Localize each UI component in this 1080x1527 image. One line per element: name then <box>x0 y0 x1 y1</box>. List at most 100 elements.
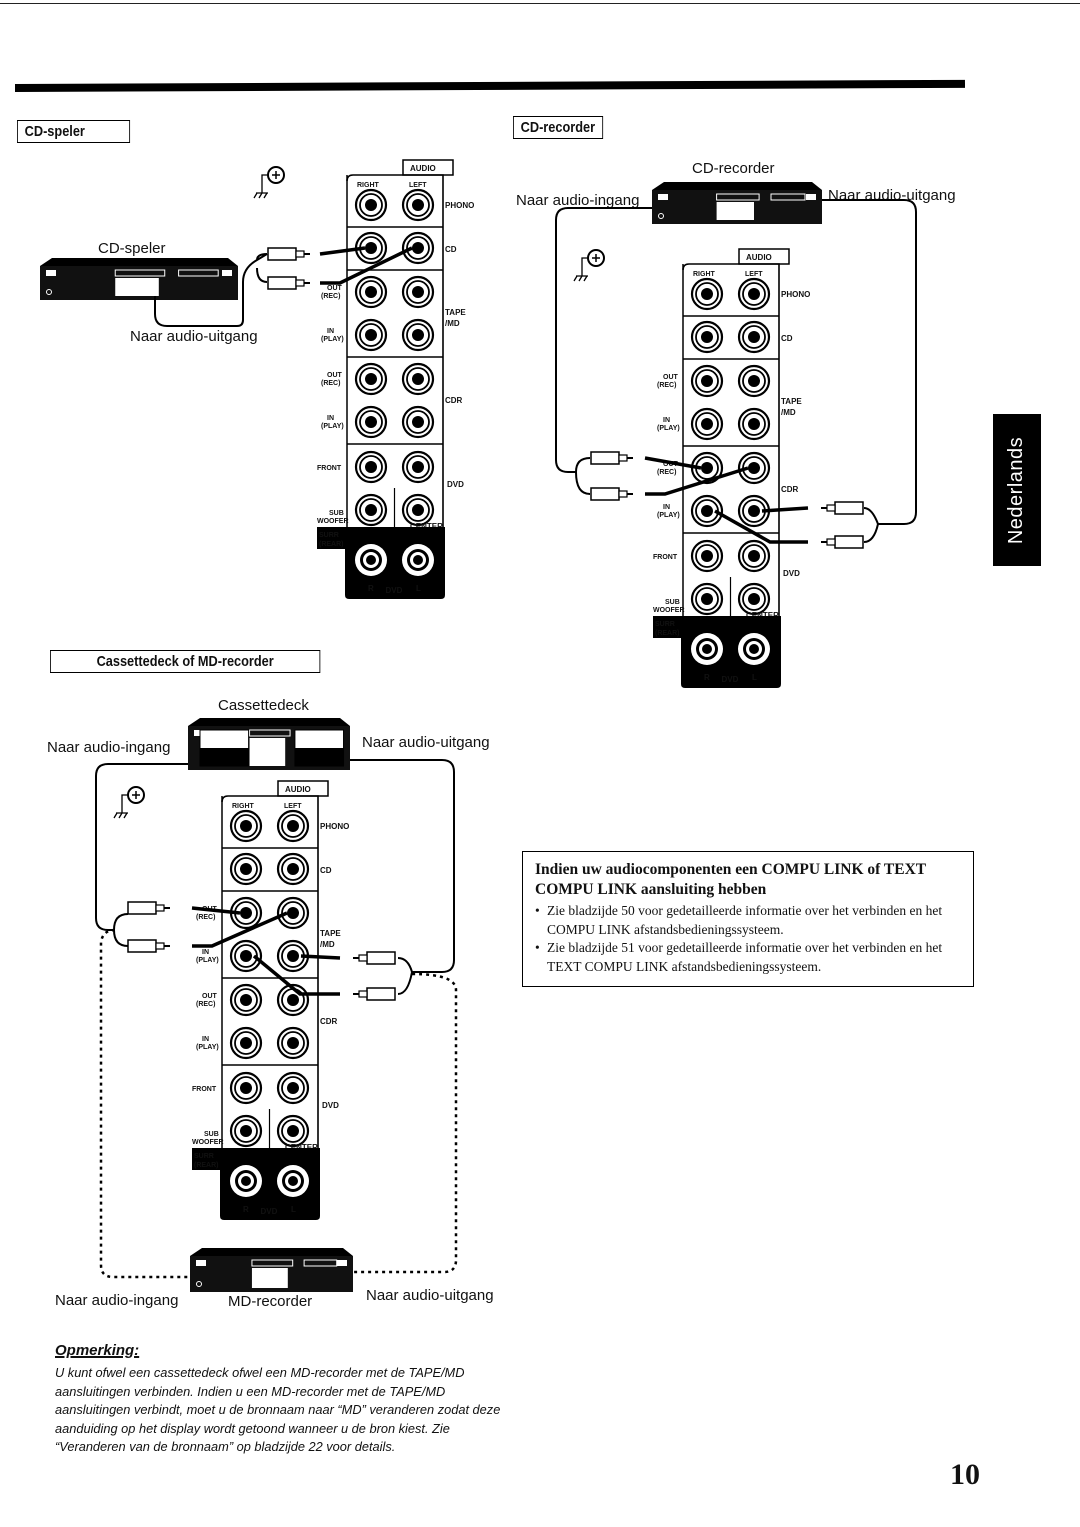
rca-jack-icon <box>354 231 388 265</box>
col-right-label: RIGHT <box>357 182 380 189</box>
audio-header-label: AUDIO <box>746 253 772 262</box>
section-title-cd-player: CD-speler <box>17 120 131 143</box>
ground-screw-icon <box>253 166 285 199</box>
row-label-rear: (REAR) <box>655 630 680 637</box>
row-label: IN <box>663 417 670 424</box>
row-label: OUT <box>327 285 343 292</box>
group-label-cdr: CDR <box>320 1017 338 1026</box>
cd-recorder-arrows-out <box>644 456 749 496</box>
cd-player-output-label: Naar audio-uitgang <box>130 328 258 345</box>
rca-jack-icon <box>737 539 771 573</box>
group-label-md: /MD <box>445 319 460 328</box>
row-label: (REC) <box>321 380 340 387</box>
row-label-sub: SUB <box>204 1131 219 1138</box>
row-label: (PLAY) <box>321 423 344 430</box>
group-label-phono: PHONO <box>445 201 474 210</box>
group-label-md: /MD <box>320 940 335 949</box>
row-label-front: FRONT <box>317 465 342 472</box>
row-label-surr: SURR <box>319 532 339 539</box>
dvd-bottom-label: DVD <box>722 675 739 684</box>
row-label: IN <box>202 1036 209 1043</box>
rca-jack-icon <box>229 852 263 886</box>
cd-player-device-label: CD-speler <box>98 240 166 257</box>
group-label-cd: CD <box>445 245 457 254</box>
page-top-border <box>0 3 1080 4</box>
cassette-deck-device <box>188 718 350 770</box>
cd-player-cable <box>154 253 268 327</box>
row-label: IN <box>327 328 334 335</box>
rca-jack-icon <box>354 405 388 439</box>
row-label: (REC) <box>321 293 340 300</box>
rca-jack-icon <box>737 451 771 485</box>
rca-plug-icon <box>267 276 310 290</box>
dvd-bottom-label: DVD <box>261 1207 278 1216</box>
col-left-label: LEFT <box>409 182 427 189</box>
rca-jack-icon <box>354 275 388 309</box>
group-label-dvd: DVD <box>783 569 800 578</box>
rca-jack-icon <box>401 450 435 484</box>
dvd-bottom-label: DVD <box>386 586 403 595</box>
row-label: (PLAY) <box>657 425 680 432</box>
note-title: Opmerking: <box>55 1342 140 1359</box>
rca-jack-icon <box>401 405 435 439</box>
cd-recorder-arrows-in <box>714 506 809 544</box>
ground-screw-icon <box>113 786 145 819</box>
group-label-cdr: CDR <box>781 485 799 494</box>
cd-recorder-input-label: Naar audio-ingang <box>516 192 640 209</box>
group-label-center: CENTER <box>410 522 443 531</box>
row-label-front: FRONT <box>653 554 678 561</box>
row-label-surr: SURR <box>655 621 675 628</box>
section-title-cd-recorder: CD-recorder <box>513 116 603 139</box>
dvd-r-label: R <box>704 673 710 682</box>
dvd-l-label: L <box>752 673 757 682</box>
rca-jack-icon <box>690 364 724 398</box>
info-box-heading: Indien uw audiocomponenten een COMPU LIN… <box>535 861 926 898</box>
rca-jack-icon <box>690 539 724 573</box>
rca-jack-icon <box>354 450 388 484</box>
rca-jack-icon <box>737 277 771 311</box>
group-label-tape: TAPE <box>781 397 802 406</box>
compu-link-info-box: Indien uw audiocomponenten een COMPU LIN… <box>522 851 974 987</box>
group-label-cd: CD <box>781 334 793 343</box>
md-recorder-input-label: Naar audio-ingang <box>55 1292 179 1309</box>
rca-plug-icon <box>267 247 310 261</box>
rca-jack-icon <box>690 407 724 441</box>
info-box-bullet: Zie bladzijde 50 voor gedetailleerde inf… <box>535 902 963 939</box>
row-label-sub: SUB <box>665 599 680 606</box>
dvd-l-label: L <box>291 1205 296 1214</box>
row-label: (PLAY) <box>196 1044 219 1051</box>
col-right-label: RIGHT <box>232 803 255 810</box>
row-label: (PLAY) <box>196 957 219 964</box>
info-box-list: Zie bladzijde 50 voor gedetailleerde inf… <box>535 902 963 976</box>
rca-jack-icon <box>690 494 724 528</box>
row-label: (REC) <box>657 382 676 389</box>
section-title-cassette-md: Cassettedeck of MD-recorder <box>50 650 321 673</box>
row-label-rear: (REAR) <box>194 1162 219 1169</box>
row-label: OUT <box>663 461 679 468</box>
audio-header-label: AUDIO <box>285 785 311 794</box>
cassette-out-cable <box>350 759 455 995</box>
row-label-woofer: WOOFER <box>317 518 349 525</box>
rca-jack-icon <box>401 362 435 396</box>
rca-jack-icon <box>690 277 724 311</box>
group-label-dvd: DVD <box>447 480 464 489</box>
md-recorder-device <box>190 1248 353 1292</box>
rca-jack-icon <box>354 493 388 527</box>
col-left-label: LEFT <box>745 271 763 278</box>
row-label-woofer: WOOFER <box>653 607 685 614</box>
md-recorder-device-label: MD-recorder <box>228 1293 313 1310</box>
row-label: (REC) <box>196 914 215 921</box>
rca-plug-icon <box>353 987 396 1001</box>
cd-recorder-device-label: CD-recorder <box>692 160 775 177</box>
rca-jack-icon <box>354 318 388 352</box>
cd-recorder-out-cable <box>822 199 917 543</box>
rca-jack-icon <box>690 582 724 616</box>
group-label-dvd: DVD <box>322 1101 339 1110</box>
row-label: OUT <box>327 372 343 379</box>
row-label: IN <box>663 504 670 511</box>
rca-plug-icon <box>590 451 633 465</box>
rca-plug-icon <box>821 535 864 549</box>
row-label: (PLAY) <box>321 336 344 343</box>
